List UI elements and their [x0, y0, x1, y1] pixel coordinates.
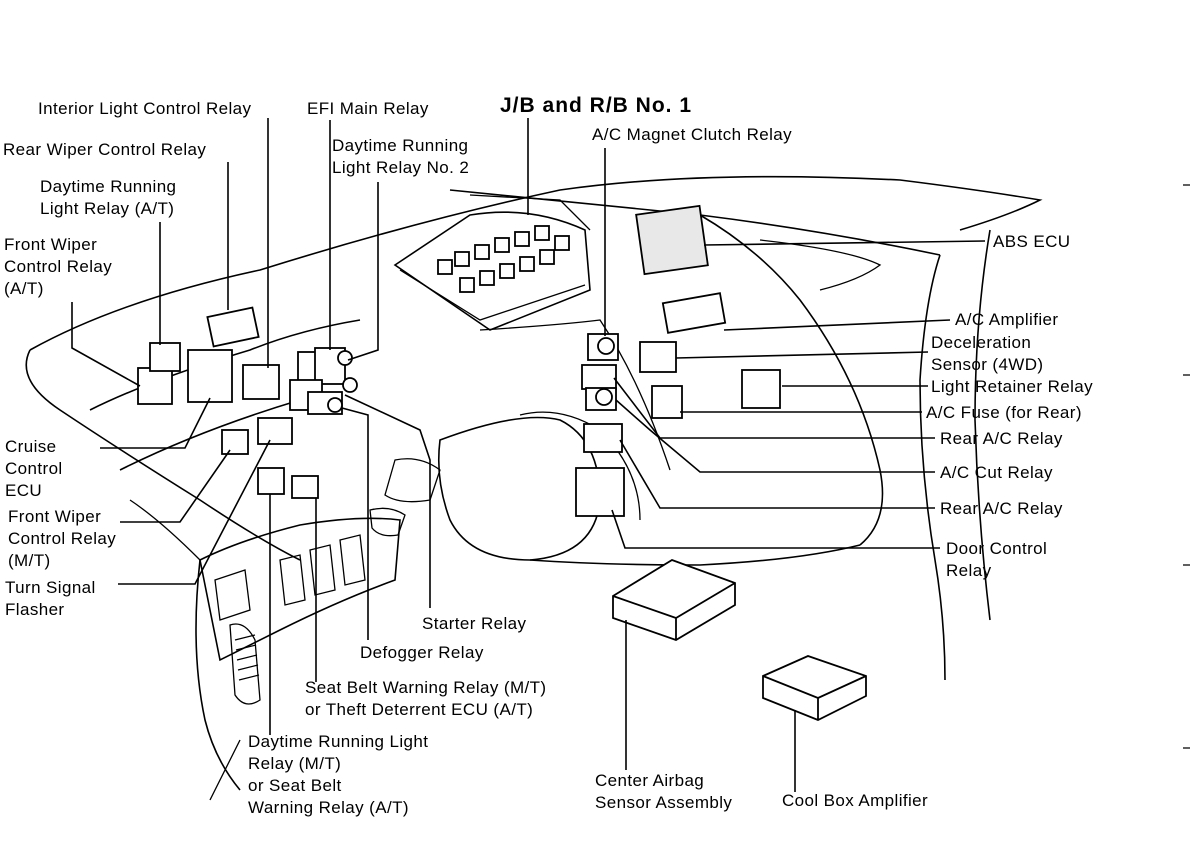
label-ac-fuse-rear: A/C Fuse (for Rear): [926, 403, 1082, 422]
label-front-wiper-control-relay-at: Front Wiper Control Relay (A/T): [4, 235, 113, 298]
label-front-wiper-control-relay-mt: Front Wiper Control Relay (M/T): [8, 507, 117, 570]
junction-block-fuses: [437, 225, 570, 293]
label-drl-relay-at: Daytime Running Light Relay (A/T): [40, 177, 177, 218]
label-ac-amplifier: A/C Amplifier: [955, 310, 1059, 329]
seat-belt-relay-box: [291, 475, 319, 499]
label-drl-relay-mt: Daytime Running Light Relay (M/T) or Sea…: [248, 732, 429, 817]
label-rear-wiper-control-relay: Rear Wiper Control Relay: [3, 140, 207, 159]
label-door-control-relay: Door Control Relay: [946, 539, 1048, 580]
cruise-control-ecu-box: [187, 349, 233, 403]
label-ac-cut-relay: A/C Cut Relay: [940, 463, 1053, 482]
cool-box-amplifier-box: [762, 655, 867, 721]
deceleration-sensor-box: [639, 341, 677, 373]
ac-amplifier-box: [661, 292, 727, 334]
label-defogger-relay: Defogger Relay: [360, 643, 484, 662]
label-cruise-control-ecu: Cruise Control ECU: [5, 437, 63, 500]
label-seat-belt-warning-relay: Seat Belt Warning Relay (M/T) or Theft D…: [305, 678, 547, 719]
label-interior-light-control-relay: Interior Light Control Relay: [38, 99, 252, 118]
dashboard-outline: [25, 175, 1043, 791]
label-efi-main-relay: EFI Main Relay: [307, 99, 429, 118]
turn-signal-flasher-box: [257, 417, 293, 445]
label-drl-relay-no2: Daytime Running Light Relay No. 2: [332, 136, 470, 177]
door-control-relay-box: [575, 467, 625, 517]
label-abs-ecu: ABS ECU: [993, 232, 1071, 251]
rear-ac-relay-1-box: [581, 364, 617, 390]
leader-lines: [71, 118, 986, 801]
junction-block-title: J/B and R/B No. 1: [500, 94, 693, 117]
center-airbag-sensor-box: [612, 559, 736, 641]
front-wiper-relay-mt-box: [221, 429, 249, 455]
label-turn-signal-flasher: Turn Signal Flasher: [5, 578, 96, 619]
rear-wiper-relay-box: [206, 306, 260, 348]
relay-components: [137, 204, 867, 721]
label-deceleration-sensor: Deceleration Sensor (4WD): [931, 333, 1044, 374]
front-wiper-relay-at-box: [137, 367, 173, 405]
drl-relay-at-box: [149, 342, 181, 372]
label-center-airbag-sensor: Center Airbag Sensor Assembly: [595, 771, 733, 812]
label-rear-ac-relay-1: Rear A/C Relay: [940, 429, 1063, 448]
label-rear-ac-relay-2: Rear A/C Relay: [940, 499, 1063, 518]
label-cool-box-amplifier: Cool Box Amplifier: [782, 791, 929, 810]
light-retainer-relay-box: [741, 369, 781, 409]
abs-ecu-box: [635, 204, 709, 276]
label-starter-relay: Starter Relay: [422, 614, 527, 633]
interior-light-relay-box: [242, 364, 280, 400]
ac-fuse-box: [651, 385, 683, 419]
edge-ticks: [1183, 184, 1190, 749]
label-ac-magnet-clutch-relay: A/C Magnet Clutch Relay: [592, 125, 793, 144]
rear-ac-relay-2-box: [583, 423, 623, 453]
drl-relay-mt-box: [257, 467, 285, 495]
label-light-retainer-relay: Light Retainer Relay: [931, 377, 1094, 396]
